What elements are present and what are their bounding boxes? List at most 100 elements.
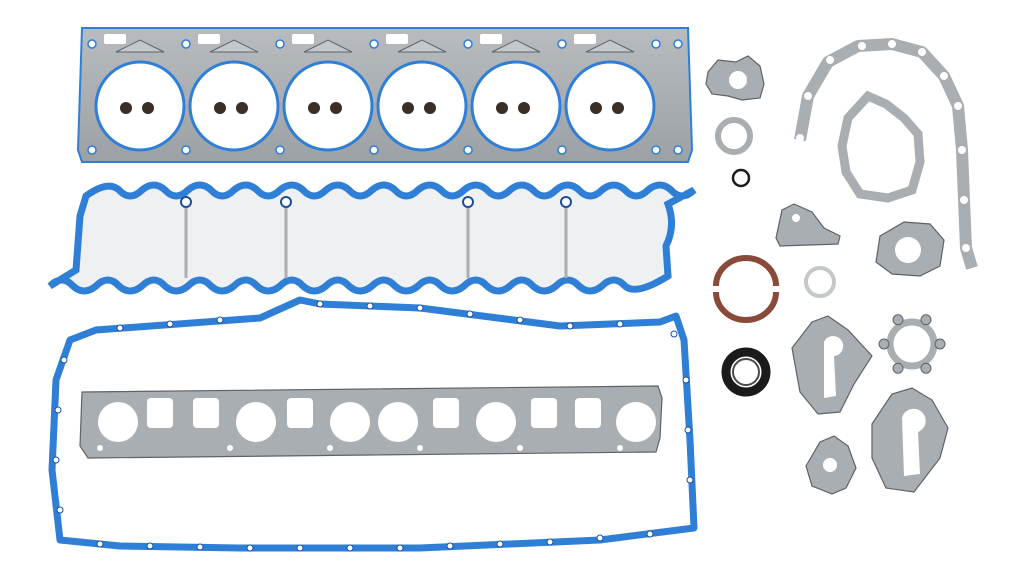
cylinder-bore [564, 60, 656, 152]
star-ring-tab [934, 338, 946, 350]
pump-gasket-small-bore [823, 458, 837, 472]
timing-cover-gasket [794, 38, 978, 270]
cylinder-bore [470, 60, 562, 152]
valve-stem-seal [590, 102, 602, 114]
round-ring-gasket-2 [804, 266, 836, 298]
oil-pan-bolt-hole [686, 476, 694, 484]
manifold-gasket-ports [97, 398, 656, 451]
oil-pan-bolt-hole [646, 530, 654, 538]
thermostat-gasket-bore [729, 71, 747, 89]
bracket-gasket [775, 203, 841, 247]
timing-cover-bolt-hole [858, 42, 866, 50]
bolt-hole [181, 39, 191, 49]
star-ring-tab [920, 314, 932, 326]
oil-pan-gasket-holes [52, 300, 694, 552]
timing-cover-bolt-hole [940, 72, 948, 80]
crankshaft-front-seal-lip [732, 358, 760, 386]
oil-pan-bolt-hole [516, 316, 524, 324]
valve-stem-seal [612, 102, 624, 114]
exhaust-port [378, 402, 418, 442]
timing-cover-bolt-hole [826, 56, 834, 64]
oil-pan-bolt-hole [566, 322, 574, 330]
manifold-gasket-body [79, 385, 663, 459]
coolant-slot [104, 34, 126, 44]
cylinder-bore [94, 60, 186, 152]
round-ring-gasket-1 [715, 117, 753, 155]
oil-pan-bolt-hole [466, 310, 474, 318]
coolant-passage [585, 39, 635, 53]
oil-pan-bolt-hole [366, 302, 374, 310]
manifold-bolt-hole [97, 445, 103, 451]
oil-pan-bolt-hole [56, 506, 64, 514]
oil-pan-bolt-hole [416, 304, 424, 312]
oil-pan-bolt-hole [116, 324, 124, 332]
valve-stem-seal [214, 102, 226, 114]
coolant-passage [303, 39, 353, 53]
manifold-bolt-hole [227, 445, 233, 451]
valve-cover-bolt-grommet [280, 196, 292, 208]
oil-pan-gasket [48, 296, 698, 552]
bolt-hole [651, 39, 661, 49]
bolt-hole [673, 39, 683, 49]
oil-pan-bolt-hole [60, 356, 68, 364]
timing-cover-bolt-hole [954, 102, 962, 110]
manifold-gasket [79, 385, 663, 459]
bracket-gasket-hole [792, 214, 800, 222]
oil-pan-bolt-hole [496, 540, 504, 548]
valve-stem-seals [120, 102, 624, 114]
oil-pan-bolt-hole [596, 534, 604, 542]
coolant-passage [397, 39, 447, 53]
exhaust-port [616, 402, 656, 442]
timing-cover-gasket-holes [796, 40, 970, 252]
bolt-hole [651, 145, 661, 155]
exhaust-port [330, 402, 370, 442]
valve-cover-gasket-outer [47, 181, 697, 295]
manifold-bolt-hole [327, 445, 333, 451]
timing-cover-bolt-hole [804, 92, 812, 100]
star-ring-gasket-tabs [878, 314, 946, 374]
oil-pan-bolt-hole [166, 320, 174, 328]
head-gasket-tabs [104, 34, 635, 53]
exhaust-port [236, 402, 276, 442]
oil-pan-bolt-hole [682, 376, 690, 384]
timing-cover-bolt-hole [960, 196, 968, 204]
valve-cover-gasket-panels [180, 196, 572, 278]
oil-pan-bolt-hole [616, 320, 624, 328]
manifold-bolt-hole [617, 445, 623, 451]
valve-cover-bolt-grommet [180, 196, 192, 208]
bolt-hole [463, 39, 473, 49]
coolant-slot [292, 34, 314, 44]
manifold-bolt-hole [417, 445, 423, 451]
valve-cover-gasket [47, 181, 697, 295]
intake-port [193, 398, 219, 428]
bolt-hole [275, 39, 285, 49]
bolt-hole [673, 145, 683, 155]
timing-cover-bolt-hole [918, 48, 926, 56]
bolt-hole [369, 145, 379, 155]
valve-stem-seal [496, 102, 508, 114]
star-ring-tab [878, 338, 890, 350]
intake-port [287, 398, 313, 428]
oil-pan-bolt-hole [52, 456, 60, 464]
oil-pan-bolt-hole [96, 540, 104, 548]
timing-cover-bolt-hole [888, 40, 896, 48]
coolant-passage [491, 39, 541, 53]
coolant-slot [480, 34, 502, 44]
oil-pan-bolt-hole [684, 426, 692, 434]
manifold-bolt-hole [517, 445, 523, 451]
crankshaft-front-seal [721, 347, 771, 397]
oil-pan-bolt-hole [54, 406, 62, 414]
valve-stem-seal [236, 102, 248, 114]
intake-port [575, 398, 601, 428]
bolt-hole [557, 39, 567, 49]
coolant-passage [209, 39, 259, 53]
keyhole-gasket-1-cutout [824, 336, 844, 398]
coolant-slot [574, 34, 596, 44]
cylinder-bore [376, 60, 468, 152]
oil-pan-bolt-hole [446, 542, 454, 550]
coolant-passage [115, 39, 165, 53]
cylinder-bore [188, 60, 280, 152]
valve-stem-seal [424, 102, 436, 114]
water-pump-gasket [837, 90, 925, 203]
